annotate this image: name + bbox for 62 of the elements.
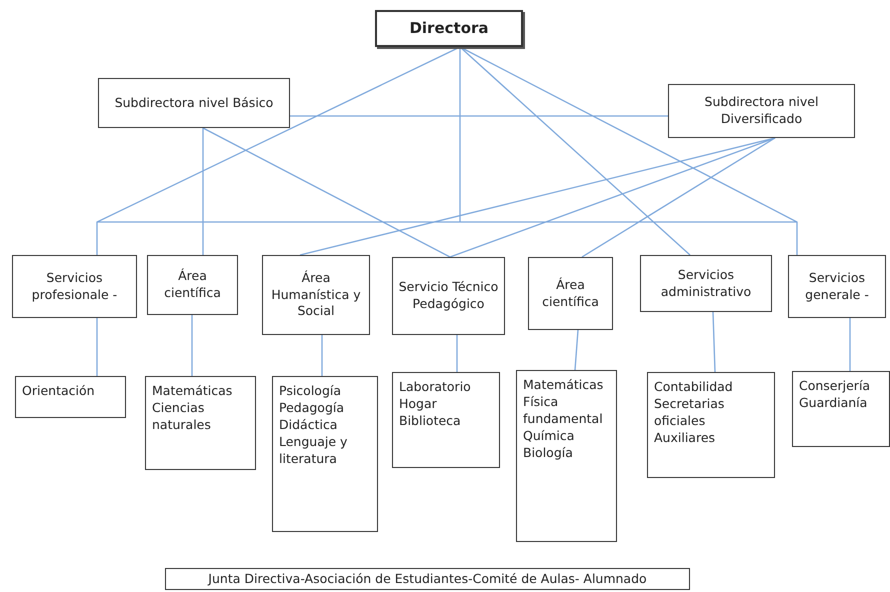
list-item: Auxiliares [654,430,716,446]
box-label: Subdirectora nivel Básico [114,94,274,112]
connector-line [300,137,776,256]
connector-line [96,318,98,376]
box-label: Área Humanística y Social [270,270,362,320]
list-item: Biología [523,444,573,462]
list-item: Biblioteca [399,412,461,430]
org-box [262,255,370,335]
org-box [528,257,613,330]
list-box [145,376,256,470]
box-label: Servicio Técnico Pedagógico [398,279,500,313]
connector-line [460,46,690,256]
list-item: Orientación [22,383,95,400]
list-item: Conserjería [799,378,870,395]
connector-line [450,137,776,258]
box-label: Directora [409,18,489,39]
list-item: Hogar [399,396,437,413]
box-label: Subdirectora nivel Diversificado [704,94,820,128]
list-item: Química [523,428,574,444]
org-box [98,78,290,128]
list-item: Contabilidad [654,379,733,396]
org-box [392,257,505,335]
connector-line [456,335,458,372]
box-label: Servicios generale - [804,270,870,304]
footer-box [165,568,690,590]
list-item: Física fundamental [523,394,604,428]
list-item: Pedagogía [279,400,344,417]
connector-line [290,115,668,117]
box-label: Área científica [541,276,600,310]
list-item: Matemáticas [523,377,604,394]
list-box [516,370,617,542]
box-label: Servicios administrativo [660,266,752,300]
list-item: Didáctica [279,416,338,434]
connector-line [202,127,450,258]
box-label: Servicios profesionale - [30,270,118,304]
list-box [392,372,500,468]
list-box [647,372,775,478]
connector-line [321,335,323,376]
list-box [792,371,890,447]
org-box [640,255,772,312]
list-box [15,376,126,418]
connector-line [582,137,776,258]
connector-line [574,330,579,370]
org-box [147,255,238,315]
list-item: Secretarias oficiales [654,396,726,430]
connector-line [849,318,851,371]
box-label: Junta Directiva-Asociación de Estudiantes-Comité de Aulas- Alumnado [208,570,647,588]
connector-line [712,312,716,372]
org-box [668,84,855,138]
connector-line [202,128,204,255]
connector-line [191,315,193,376]
list-item: Psicología [279,383,342,400]
list-item: Guardianía [799,394,868,412]
box-label: Área científica [163,268,222,302]
list-item: Matemáticas [152,383,232,400]
list-item: Ciencias naturales [152,400,212,434]
list-item: Laboratorio [399,379,471,396]
list-item: Lenguaje y literatura [279,434,348,468]
list-box [272,376,378,532]
director-box [375,10,523,47]
org-box [788,255,886,318]
org-box [12,255,137,318]
